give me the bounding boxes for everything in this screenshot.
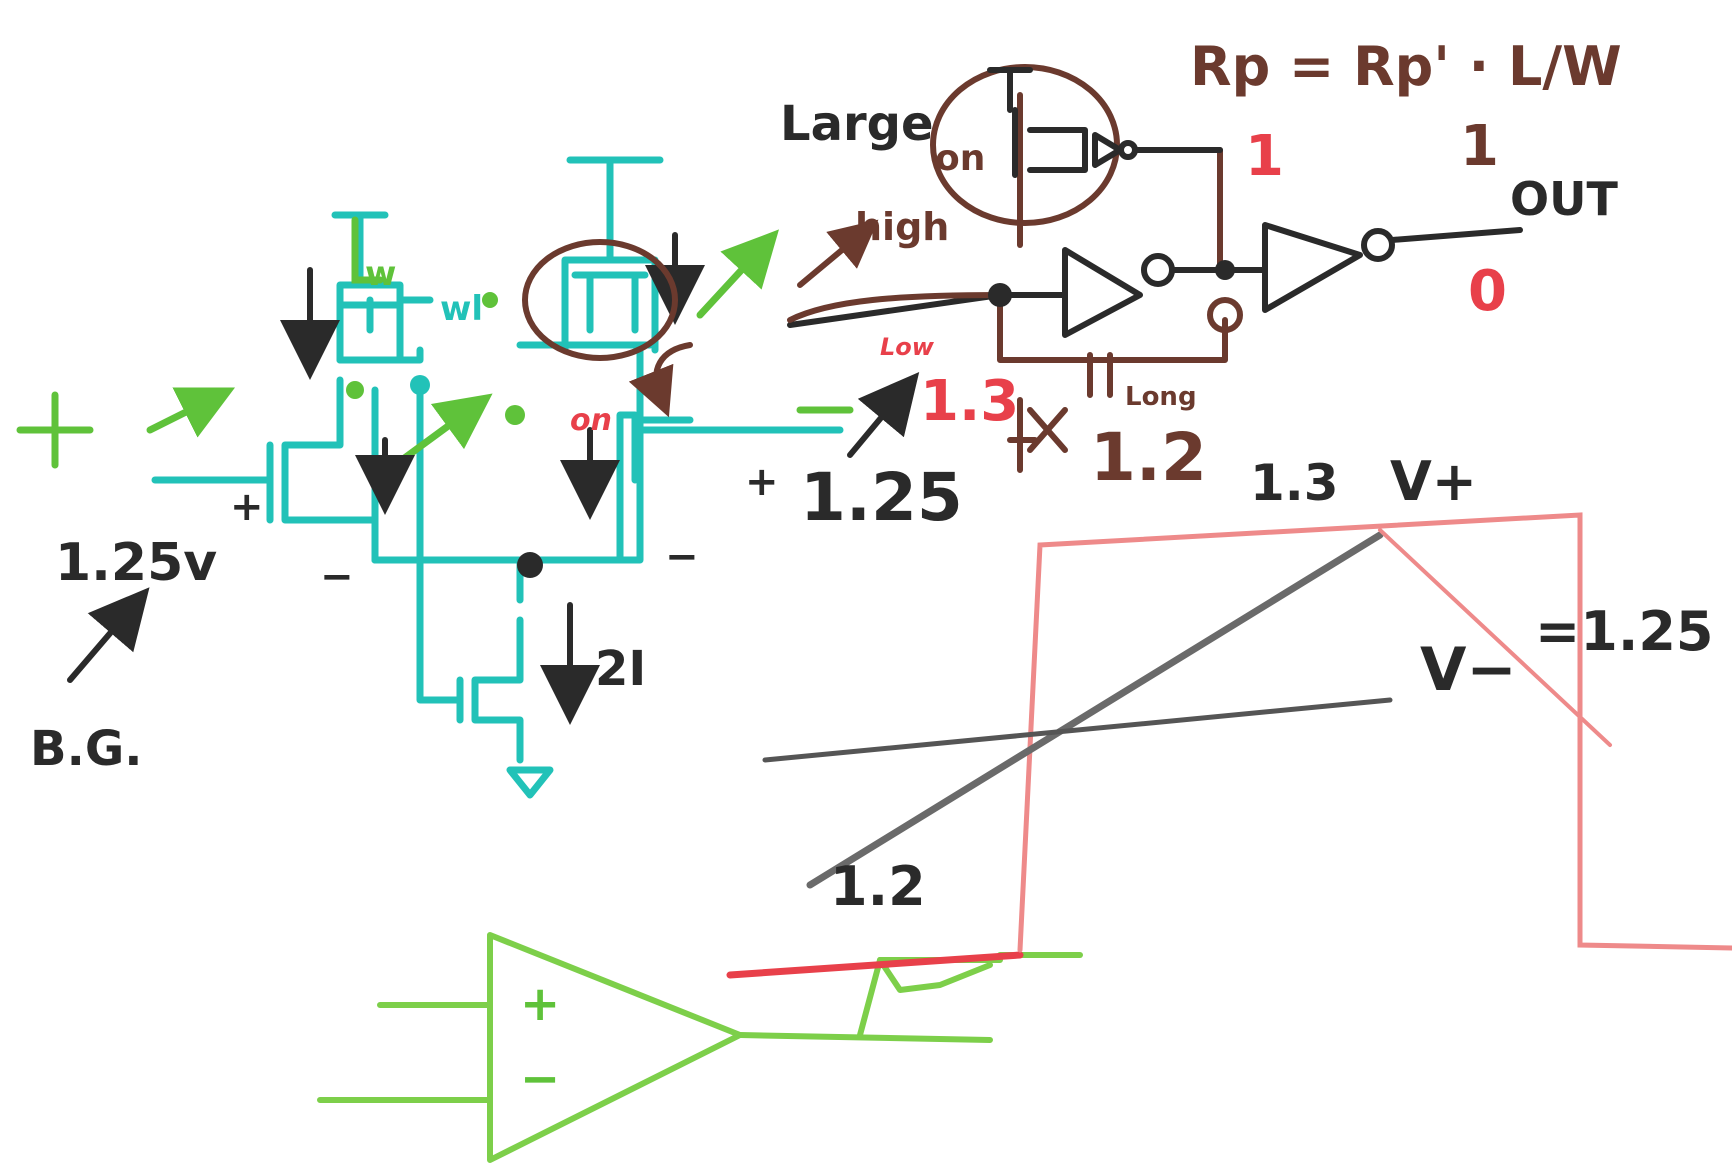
long-label: Long (1125, 382, 1197, 412)
teal-node (410, 375, 430, 395)
green-annotations (16, 216, 854, 469)
green-arrow-in (146, 387, 236, 438)
ground-symbol (506, 766, 554, 799)
comparator-leads (317, 1002, 993, 1103)
bg-label: B.G. (30, 721, 142, 777)
wl-label: wl (440, 289, 483, 329)
minus-right: − (665, 534, 699, 580)
feedback-right (1147, 147, 1223, 268)
graph-v13: 1.3 (1250, 454, 1339, 512)
green-arrow-up (696, 229, 779, 319)
big-plus-sign (16, 391, 94, 469)
fall-line (1378, 528, 1612, 747)
left-pmos-load (331, 211, 404, 364)
feedback-inv-tri (1092, 132, 1123, 168)
v-in-label: 1.25v (55, 533, 217, 593)
rp-formula: Rp = Rp' · L/W (1190, 35, 1622, 98)
inverter-chain (1062, 222, 1523, 338)
inv-output-node (1215, 260, 1235, 280)
long-cap (1087, 352, 1113, 398)
left-nmos-body (371, 386, 424, 564)
inverter-1-bubble (1141, 253, 1175, 287)
threshold-line (762, 697, 1393, 763)
graph-v12: 1.2 (830, 855, 926, 918)
v125-label: 1.25 (800, 459, 963, 536)
v13-red: 1.3 (920, 369, 1019, 434)
comp-plus: + (520, 976, 560, 1032)
waveform (762, 512, 1732, 953)
inverter-1 (1062, 247, 1143, 338)
tail-current-label: 2I (595, 641, 646, 697)
labels-layer: w wl on − − + + 1.25v B.G. 2I 1.25 Low 1… (30, 35, 1713, 1107)
v-minus-val: =1.25 (1535, 600, 1713, 663)
one-brown: 1 (1460, 114, 1499, 179)
green-node-1 (346, 381, 364, 399)
source-node (517, 552, 543, 578)
right-nmos (616, 411, 844, 564)
bg-arrow (67, 587, 150, 683)
tail-current-source (416, 556, 524, 764)
inverter-2-bubble (1361, 228, 1395, 262)
brown-wire (787, 292, 1003, 323)
mid-pin-x (1027, 407, 1068, 453)
left-nmos (151, 376, 379, 564)
feedback-bottom (997, 292, 1228, 363)
w-label: w (365, 254, 396, 294)
ramp-line (806, 531, 1384, 889)
large-label: Large (780, 96, 934, 152)
plus-left: + (230, 484, 264, 530)
green-load (351, 216, 384, 284)
brown-latch (522, 64, 1243, 473)
out-low-red (726, 951, 1024, 979)
v12-brown: 1.2 (1090, 419, 1207, 496)
zero-red: 0 (1468, 259, 1507, 324)
comp-minus: − (520, 1051, 560, 1107)
low-label: Low (880, 333, 935, 361)
inverter-input-wire (787, 292, 1003, 328)
feedback-pmos (987, 67, 1088, 178)
one-red: 1 (1245, 124, 1284, 189)
green-node-2 (505, 405, 525, 425)
high-arrow (797, 219, 879, 288)
square-wave (1017, 512, 1732, 953)
green-arrow-mid (391, 393, 493, 469)
on-label: on (570, 403, 612, 438)
mid-pin (1007, 397, 1038, 473)
plus-right: + (745, 459, 779, 505)
feedback-inverter (987, 67, 1223, 178)
comparator (317, 932, 1083, 1163)
inv-input-node (988, 283, 1012, 307)
inverter-2 (1262, 222, 1363, 313)
comparator-triangle (487, 932, 743, 1163)
high-label: high (855, 205, 949, 249)
diff-amp-circuit (151, 156, 844, 799)
green-node-3 (482, 292, 498, 308)
v-minus-label: V− (1420, 635, 1517, 705)
circle-around-pmos (522, 239, 678, 361)
on-brown-label: on (935, 138, 985, 179)
minus-left: − (320, 554, 354, 600)
mirror-rail (336, 341, 654, 364)
out-wire (1389, 227, 1523, 243)
bubble-bottom (1207, 297, 1243, 333)
brown-hook-arrow (628, 342, 693, 418)
v125-arrow (847, 371, 920, 458)
out-transition (877, 957, 993, 993)
v-plus-label: V+ (1390, 450, 1477, 513)
out-label: OUT (1510, 172, 1618, 226)
